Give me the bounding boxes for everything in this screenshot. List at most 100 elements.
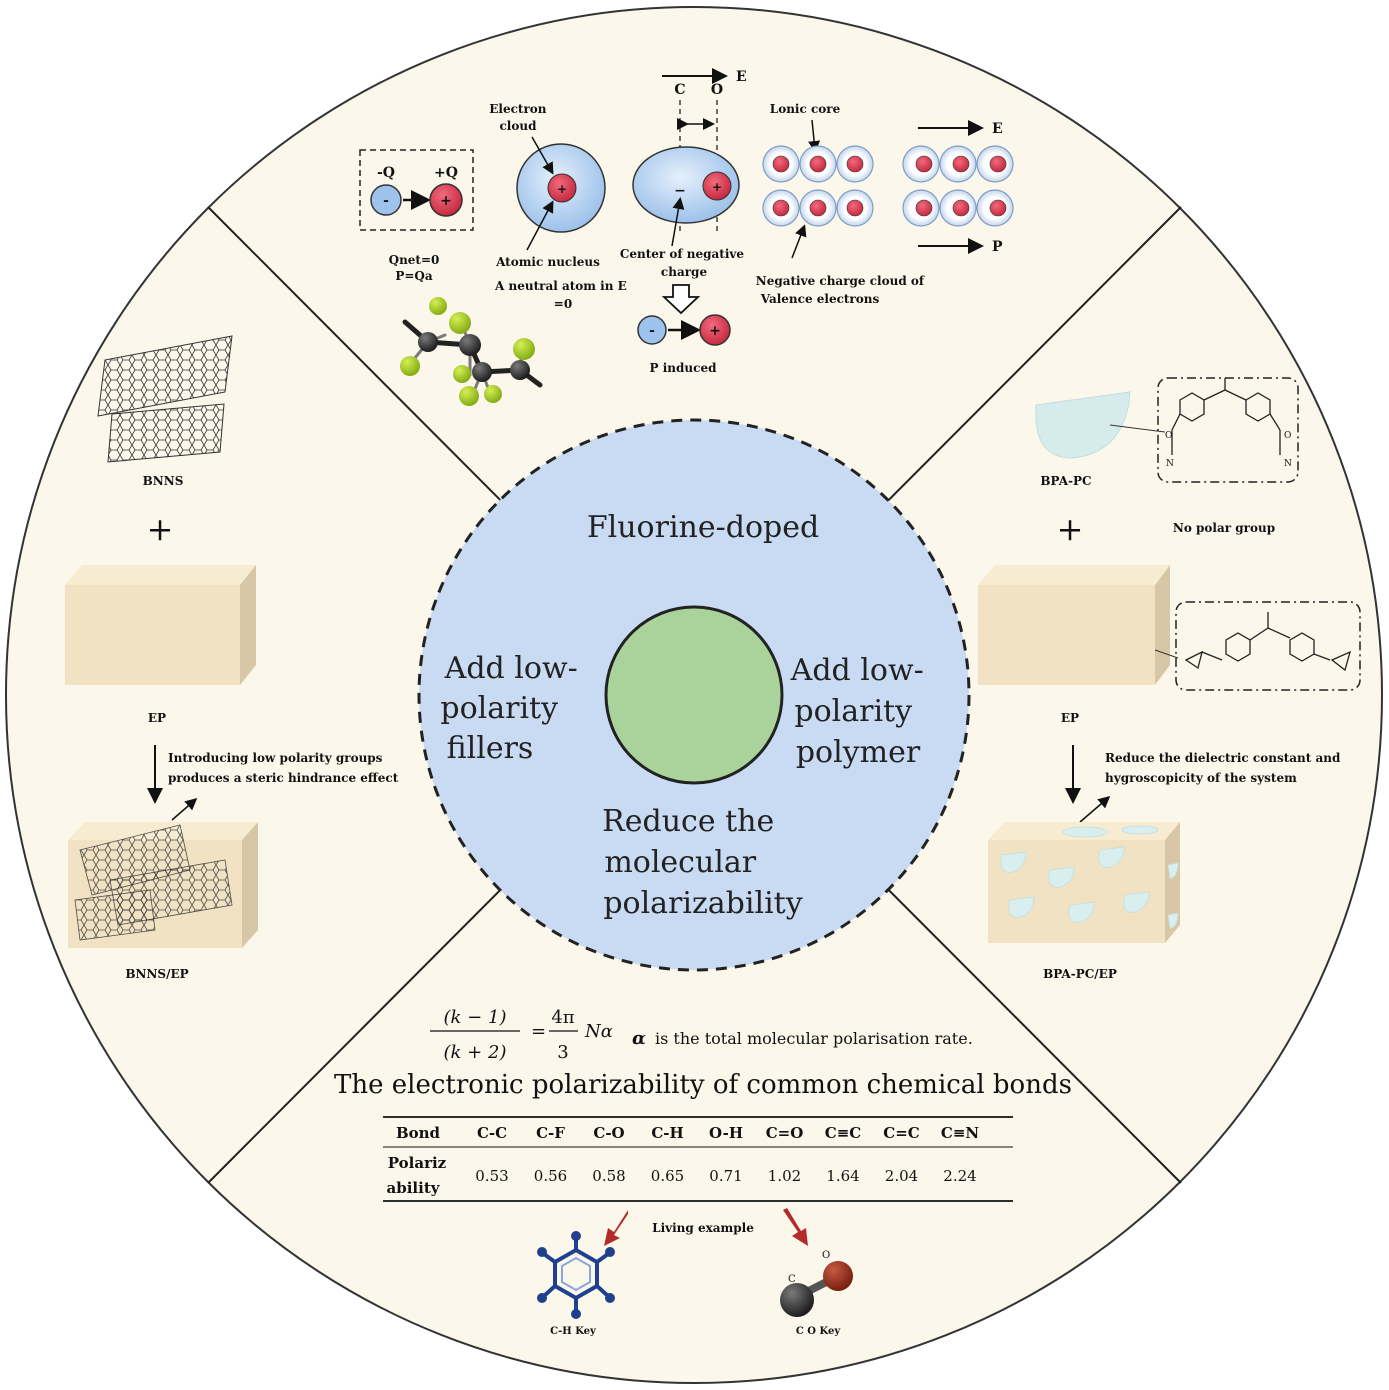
svg-text:+: + (440, 193, 452, 209)
bond-header-4: O-H (709, 1124, 743, 1142)
dielectric-note: Reduce the dielectric constant and hygro… (1105, 751, 1345, 785)
field-e2-label: E (992, 121, 1003, 137)
ionic-core (915, 199, 933, 217)
ionic-lattice-right (902, 145, 1014, 227)
ep-cube-left (65, 565, 256, 685)
svg-text:α: α (632, 1028, 646, 1049)
bond-header-0: C-C (477, 1124, 507, 1142)
row-header-polariz: Polariz (388, 1154, 447, 1172)
ionic-core (989, 155, 1007, 173)
c-label: C (674, 82, 685, 98)
red-arrow-left (604, 1210, 628, 1246)
fluorinated-molecule (400, 297, 543, 406)
bond-header-3: C-H (651, 1124, 683, 1142)
ep-cube-right (978, 565, 1170, 685)
table-title: The electronic polarizability of common … (334, 1070, 1072, 1100)
polarizability-value-5: 1.02 (768, 1167, 801, 1185)
epoxy-structure (1184, 612, 1351, 672)
polarizability-value-3: 0.65 (651, 1167, 684, 1185)
left-panel: BNNS + EP Introducing low polarity group… (65, 335, 399, 981)
bpa-pc-ep-label: BPA-PC/EP (1043, 967, 1117, 981)
qnet-label: Qnet=0 (389, 253, 440, 267)
electron-cloud-label: Electron cloud (489, 102, 550, 133)
epoxy-structure-box (1175, 601, 1361, 691)
clausius-mossotti-formula: (k − 1) (k + 2) = 4π 3 Nα α is the total… (430, 1007, 973, 1063)
alpha-note: is the total molecular polarisation rate… (655, 1029, 973, 1048)
red-arrow-right (783, 1208, 808, 1246)
bottom-panel: (k − 1) (k + 2) = 4π 3 Nα α is the total… (334, 1007, 1072, 1337)
top-panel: -Q +Q - + Qnet=0 P=Qa Electron cloud + A… (359, 68, 1014, 406)
displaced-nucleus (702, 171, 732, 201)
polarizability-value-2: 0.58 (592, 1167, 625, 1185)
svg-text:-: - (649, 323, 655, 339)
svg-text:=: = (531, 1021, 546, 1042)
bpa-o-right: O (1284, 431, 1291, 441)
bond-header-1: C-F (536, 1124, 565, 1142)
svg-text:+: + (557, 182, 567, 196)
negative-charge (370, 184, 402, 216)
ionic-core (952, 199, 970, 217)
bpa-n-left: N (1166, 459, 1174, 469)
o-label: O (711, 82, 723, 98)
o-atom-label: O (822, 1250, 830, 1261)
bpa-n-right: N (1284, 459, 1292, 469)
neutral-atom-label: A neutral atom in E =0 (494, 279, 631, 311)
ch-molecule (542, 1238, 610, 1312)
no-polar-label: No polar group (1173, 521, 1275, 535)
polarizability-value-7: 2.04 (885, 1167, 918, 1185)
polarizability-value-8: 2.24 (943, 1167, 976, 1185)
p-qa-label: P=Qa (395, 269, 433, 283)
plus-sign-right: + (1057, 510, 1084, 548)
atomic-nucleus-label: Atomic nucleus (495, 255, 600, 269)
bnns-ep-composite (68, 822, 258, 948)
co-key-label: C O Key (796, 1326, 841, 1337)
minus-q-label: -Q (377, 165, 395, 181)
ionic-core-label: Lonic core (770, 102, 841, 116)
plus-sign-left: + (147, 510, 174, 548)
svg-text:4π: 4π (551, 1007, 574, 1028)
bpa-pc-label: BPA-PC (1040, 474, 1091, 488)
bond-header-6: C≡C (825, 1124, 862, 1142)
center-top-label: Fluorine-doped (587, 510, 819, 545)
polarizability-value-0: 0.53 (475, 1167, 508, 1185)
center-left-label: Add low- polarity fillers (440, 651, 587, 766)
bnns-ep-label: BNNS/EP (125, 967, 188, 981)
positive-charge (429, 183, 463, 217)
center-bottom-label: Reduce the molecular polarizability (602, 804, 803, 921)
polarized-cloud (632, 146, 740, 224)
negative-cloud-label: Negative charge cloud of Valence electro… (756, 274, 929, 306)
induced-negative (637, 315, 667, 345)
field-e-label: E (736, 69, 747, 85)
svg-text:3: 3 (557, 1042, 568, 1063)
polarizability-table: Bond Polariz ability C-C0.53C-F0.56C-O0.… (383, 1116, 1013, 1202)
bpa-pc-structure (1171, 378, 1281, 455)
polarizability-value-6: 1.64 (826, 1167, 859, 1185)
field-p-label: P (992, 239, 1003, 255)
polarizability-value-4: 0.71 (709, 1167, 742, 1185)
svg-text:−: − (674, 183, 686, 199)
polarizability-value-1: 0.56 (534, 1167, 567, 1185)
atomic-nucleus (547, 173, 577, 203)
plus-q-label: +Q (434, 165, 458, 181)
svg-text:(k + 2): (k + 2) (444, 1042, 507, 1063)
ionic-core (809, 199, 827, 217)
ionic-core (846, 155, 864, 173)
living-example-label: Living example (652, 1221, 754, 1235)
bnns-sheet-2 (107, 403, 225, 463)
bnns-sheet-1 (97, 335, 233, 417)
ionic-core (809, 155, 827, 173)
center-right-label: Add low- polarity polymer (790, 653, 934, 770)
ionic-lattice-left (762, 145, 874, 227)
ep-label-left: EP (148, 711, 166, 725)
bpa-pc-ep-composite (988, 822, 1180, 943)
bond-header-5: C=O (766, 1124, 804, 1142)
svg-text:-: - (383, 193, 389, 209)
bpa-pc-structure-box (1157, 377, 1299, 483)
ionic-core (915, 155, 933, 173)
right-panel: O N O N BPA-PC + No polar group EP Reduc… (978, 377, 1361, 981)
center-core (604, 605, 784, 785)
bpa-pc-droplet (1035, 391, 1131, 459)
bond-header-2: C-O (593, 1124, 624, 1142)
ionic-core (846, 199, 864, 217)
